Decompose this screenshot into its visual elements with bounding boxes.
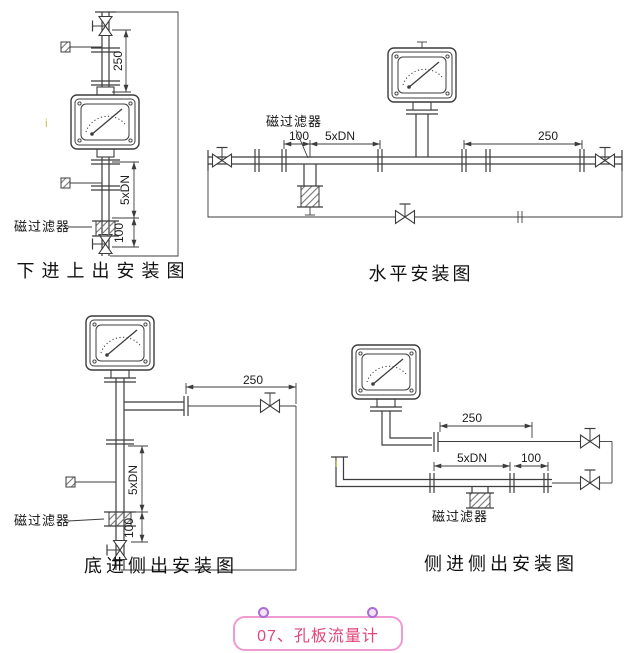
dimension-label: 5xDN <box>118 175 132 205</box>
dimension-5xdn: 5xDN <box>310 129 381 149</box>
dimension-5xdn: 5xDN <box>126 445 148 513</box>
magnetic-filter-symbol <box>466 486 494 509</box>
flowmeter-icon <box>85 315 155 371</box>
section-title: 07、孔板流量计 <box>257 627 379 645</box>
stray-mark: i <box>45 116 48 130</box>
valve-icon <box>579 469 601 491</box>
meter-assembly <box>387 41 457 157</box>
filter-label: 磁过滤器 <box>266 114 322 129</box>
diagram-bottom-in-side-out: 250 5xDN 100 磁过滤器 底进侧出安装图 <box>14 315 297 576</box>
diagram-caption: 底进侧出安装图 <box>84 556 238 576</box>
drain-plug <box>65 476 116 488</box>
diagram-caption: 水平安装图 <box>369 264 474 284</box>
valve-icon <box>394 203 416 225</box>
vent-plug <box>60 41 102 53</box>
bypass-flange <box>517 211 523 223</box>
flanges <box>429 473 549 493</box>
diagram-horizontal: 100 5xDN 250 磁过滤器 水平安装图 <box>207 41 623 284</box>
main-pipe <box>207 150 623 171</box>
flowmeter-icon <box>351 344 421 400</box>
diagram-caption: 侧进侧出安装图 <box>424 554 578 574</box>
section-title-box: 07、孔板流量计 <box>233 616 403 651</box>
dimension-label: 100 <box>122 518 136 538</box>
dimension-label: 250 <box>538 129 558 143</box>
piping-diagrams-svg: 250 5xDN 100 磁过滤器 下进上出安装图 i <box>14 11 623 576</box>
dimension-label: 100 <box>289 129 309 143</box>
valve-icon <box>259 392 281 414</box>
dimension-label: 5xDN <box>126 465 140 495</box>
filter-callout: 磁过滤器 <box>266 114 322 159</box>
dimension-250: 250 <box>463 129 583 149</box>
stray-mark: i <box>335 456 338 470</box>
magnetic-filter-symbol <box>104 511 136 527</box>
dimension-label: 250 <box>243 373 263 387</box>
filter-label: 磁过滤器 <box>432 509 488 524</box>
filter-label: 磁过滤器 <box>14 513 70 528</box>
magnetic-filter-symbol <box>92 220 119 237</box>
bypass-pipe <box>121 406 297 571</box>
meter-bottom-neck <box>96 148 115 158</box>
filter-label: 磁过滤器 <box>14 219 70 234</box>
outlet-pipe <box>381 411 612 452</box>
inlet-pipe <box>331 441 613 488</box>
diagram-bottom-in-top-out: 250 5xDN 100 磁过滤器 下进上出安装图 i <box>14 11 192 281</box>
drain-plug <box>60 177 102 189</box>
dimension-250: 250 <box>185 373 297 404</box>
filter-callout: 磁过滤器 <box>432 509 488 524</box>
dimension-label: 100 <box>112 223 126 243</box>
dimension-label: 250 <box>111 51 125 71</box>
bypass-pipe <box>106 11 179 257</box>
dimension-label: 250 <box>462 411 482 425</box>
dimension-250: 250 <box>439 411 533 438</box>
meter-top-neck <box>96 86 115 96</box>
dimension-100: 100 <box>122 511 148 543</box>
pin-icon-left <box>258 607 269 618</box>
dimension-5xdn: 5xDN <box>433 451 511 471</box>
diagram-caption: 下进上出安装图 <box>17 261 192 281</box>
magnetic-filter-symbol <box>297 164 323 216</box>
pin-icon-right <box>367 607 378 618</box>
flanges <box>91 47 120 191</box>
dimension-250: 250 <box>111 29 131 93</box>
flowmeter-icon <box>387 47 457 103</box>
dimension-label: 5xDN <box>457 451 487 465</box>
dimension-100: 100 <box>112 217 139 248</box>
flowmeter-icon <box>70 94 140 150</box>
dimension-label: 100 <box>521 451 541 465</box>
meter-assembly <box>85 315 155 383</box>
diagram-side-in-side-out: 250 5xDN 100 磁过滤器 侧进侧出安装图 i <box>331 344 613 574</box>
flanges <box>106 439 134 445</box>
filter-callout: 磁过滤器 <box>14 513 105 528</box>
flanges <box>254 149 585 172</box>
meter-assembly <box>351 344 421 412</box>
filter-callout: 磁过滤器 <box>14 219 92 234</box>
dimension-100: 100 <box>283 129 311 157</box>
valve-icon <box>579 427 601 449</box>
dimension-label: 5xDN <box>325 129 355 143</box>
dimension-100: 100 <box>514 451 549 471</box>
dimension-5xdn: 5xDN <box>112 161 139 218</box>
